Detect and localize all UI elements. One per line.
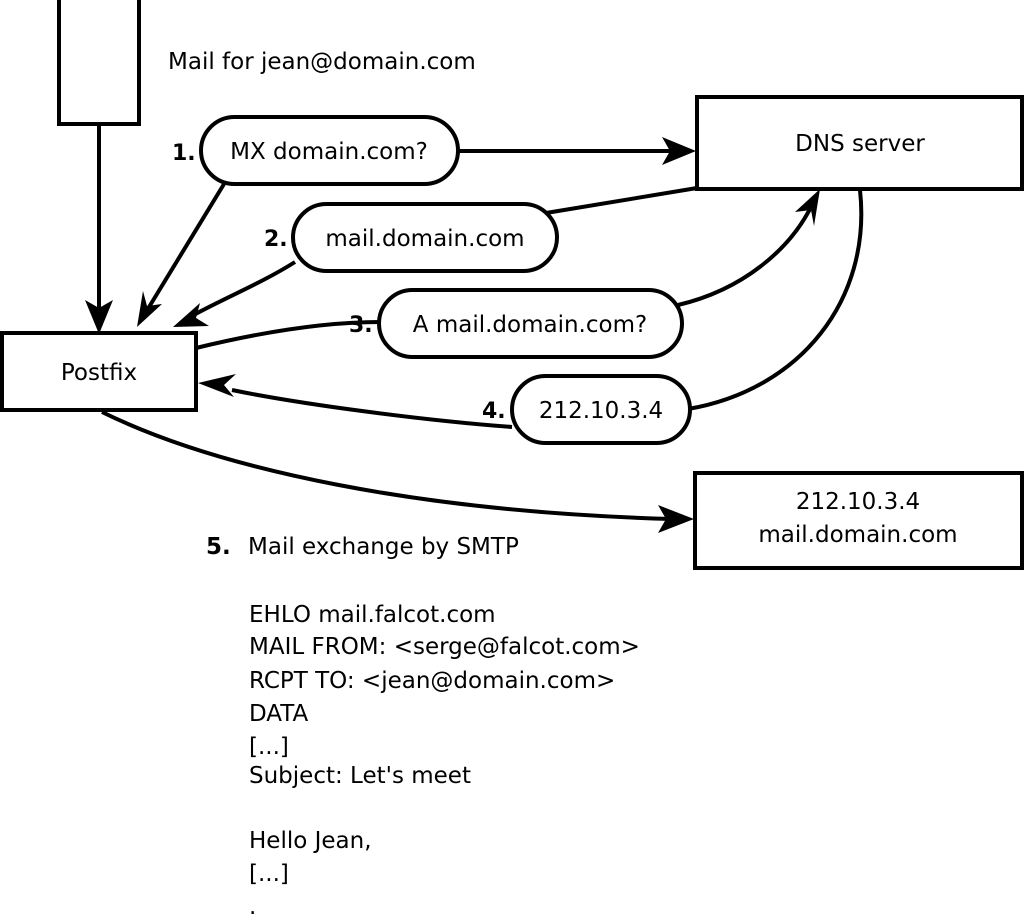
node-sender — [57, 0, 141, 126]
edge-step4-to-postfix — [198, 374, 513, 429]
step-1-number: 1. — [172, 141, 196, 166]
node-target-hostname: mail.domain.com — [758, 522, 957, 548]
smtp-line-3: DATA — [249, 701, 309, 727]
node-postfix-label: Postfix — [61, 360, 137, 386]
smtp-line-0: EHLO mail.falcot.com — [249, 602, 496, 628]
step-5-number: 5. — [206, 534, 231, 560]
edge-dns-to-step2 — [545, 186, 698, 215]
arrowhead-step1-postfix — [137, 291, 162, 327]
smtp-line-8: [...] — [249, 861, 289, 887]
step-1-bubble: MX domain.com? — [199, 115, 460, 186]
step-2-number: 2. — [264, 227, 288, 252]
edge-sender-to-postfix — [85, 124, 113, 334]
smtp-line-5: Subject: Let's meet — [249, 763, 471, 789]
node-target-server: 212.10.3.4 mail.domain.com — [693, 471, 1024, 570]
step-3-number: 3. — [349, 313, 373, 338]
edge-dns-to-step4 — [687, 189, 864, 411]
arrowhead-step1-dns — [662, 137, 696, 165]
arrowhead-step2-postfix — [173, 303, 209, 327]
step-2-label: mail.domain.com — [325, 226, 524, 252]
step-1-label: MX domain.com? — [230, 139, 428, 165]
edge-postfix-to-target — [101, 410, 694, 533]
edge-step2-to-postfix — [173, 260, 297, 327]
node-postfix: Postfix — [0, 331, 198, 412]
step-4-bubble: 212.10.3.4 — [510, 374, 692, 445]
smtp-line-7: Hello Jean, — [249, 828, 372, 854]
step-4-number: 4. — [482, 399, 506, 424]
step-4-label: 212.10.3.4 — [539, 398, 663, 424]
smtp-line-1: MAIL FROM: <serge@falcot.com> — [249, 634, 640, 660]
smtp-line-4: [...] — [249, 734, 289, 760]
diagram-title-text: Mail for jean@domain.com — [168, 49, 476, 75]
arrowhead-step4-postfix — [198, 374, 236, 397]
arrowhead-postfix-target — [658, 505, 694, 533]
step-3-label: A mail.domain.com? — [413, 312, 647, 338]
smtp-line-9: . — [249, 894, 256, 919]
node-target-ip: 212.10.3.4 — [796, 489, 920, 515]
edge-postfix-to-step3 — [195, 320, 381, 350]
edge-step1-to-dns — [458, 137, 696, 165]
arrowhead-sender-postfix — [85, 300, 113, 334]
edge-step3-to-dns — [677, 189, 820, 307]
step-3-bubble: A mail.domain.com? — [377, 288, 684, 359]
smtp-line-2: RCPT TO: <jean@domain.com> — [249, 668, 615, 694]
node-dns-server-label: DNS server — [795, 131, 925, 157]
node-dns-server: DNS server — [695, 95, 1024, 191]
arrowhead-step3-dns — [795, 189, 820, 226]
step-5-caption: Mail exchange by SMTP — [248, 534, 519, 560]
edge-step1-to-postfix — [137, 182, 226, 327]
step-2-bubble: mail.domain.com — [291, 202, 559, 273]
